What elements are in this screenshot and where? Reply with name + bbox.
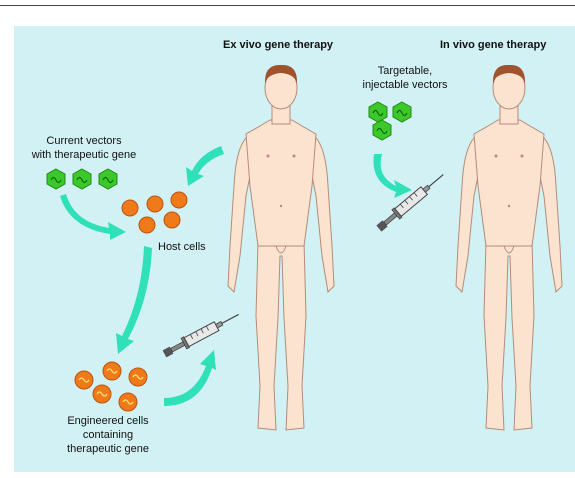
diagram-panel: Ex vivo gene therapy In vivo gene therap…: [14, 26, 575, 472]
vector-hexagon: [393, 102, 411, 122]
top-rule: [0, 5, 575, 6]
label-line: therapeutic gene: [48, 442, 168, 456]
label-engineered-cells: Engineered cells containing therapeutic …: [48, 414, 168, 456]
vector-hexagon: [99, 169, 117, 189]
label-line: Current vectors: [24, 134, 144, 148]
human-figure-in-vivo: [456, 65, 562, 430]
arrow-engineered-to-syringe: [164, 350, 216, 406]
vector-hexagon: [47, 169, 65, 189]
host-cells: [122, 192, 187, 233]
label-targetable-vectors: Targetable, injectable vectors: [350, 64, 460, 92]
label-line: with therapeutic gene: [24, 148, 144, 162]
label-line: containing: [48, 428, 168, 442]
arrow-vectors-to-host-cells: [60, 194, 126, 240]
arrow-body-to-host-cells: [186, 146, 224, 186]
title-ex-vivo: Ex vivo gene therapy: [223, 38, 333, 52]
label-host-cells: Host cells: [158, 240, 206, 254]
arrow-host-to-engineered: [116, 246, 152, 354]
title-in-vivo: In vivo gene therapy: [440, 38, 546, 52]
syringe-ex-vivo: [162, 309, 242, 359]
diagram-graphics: [14, 26, 575, 472]
label-line: Targetable,: [350, 64, 460, 78]
vector-hexagon: [73, 169, 91, 189]
label-line: Engineered cells: [48, 414, 168, 428]
label-current-vectors: Current vectors with therapeutic gene: [24, 134, 144, 162]
vector-hexagon: [373, 120, 391, 140]
arrow-vectors-to-injection: [373, 154, 412, 198]
engineered-cells: [75, 362, 147, 411]
human-figure-ex-vivo: [228, 65, 334, 430]
vector-hexagon: [369, 102, 387, 122]
label-line: injectable vectors: [350, 78, 460, 92]
